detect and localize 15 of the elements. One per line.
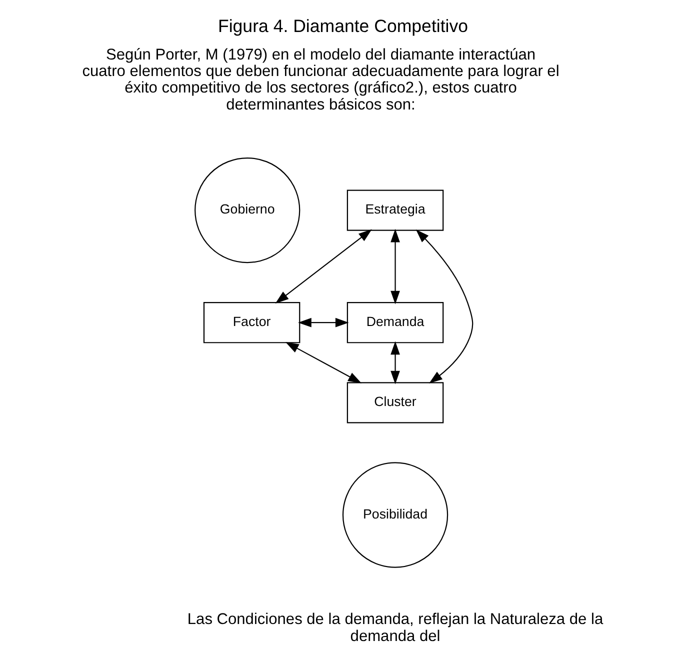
label: Las Condiciones de la demanda, reflejan la Naturaleza de la demanda del (186, 610, 603, 644)
arrow (415, 228, 473, 383)
node-box: Estrategia (346, 189, 444, 230)
arrow (284, 341, 362, 383)
diagram-title: Figura 4. Diamante Competitivo (217, 16, 468, 36)
arrow (390, 228, 400, 304)
node-box: Factor (202, 302, 300, 343)
arrow (274, 228, 372, 303)
label: Según Porter, M (1979) en el modelo del diamante interactúan cuatro elementos que deben funcionar adecuadamente para lograr el éxito competitivo de los sectores (gráfico2.), estos cuatro determinantes básicos son: (82, 46, 559, 113)
node-box: Cluster (346, 382, 444, 423)
node-circle: Gobierno (194, 156, 300, 263)
arrow (390, 340, 400, 384)
node-box: Demanda (346, 302, 444, 343)
node-circle: Posibilidad (342, 462, 448, 568)
arrow (298, 317, 348, 327)
